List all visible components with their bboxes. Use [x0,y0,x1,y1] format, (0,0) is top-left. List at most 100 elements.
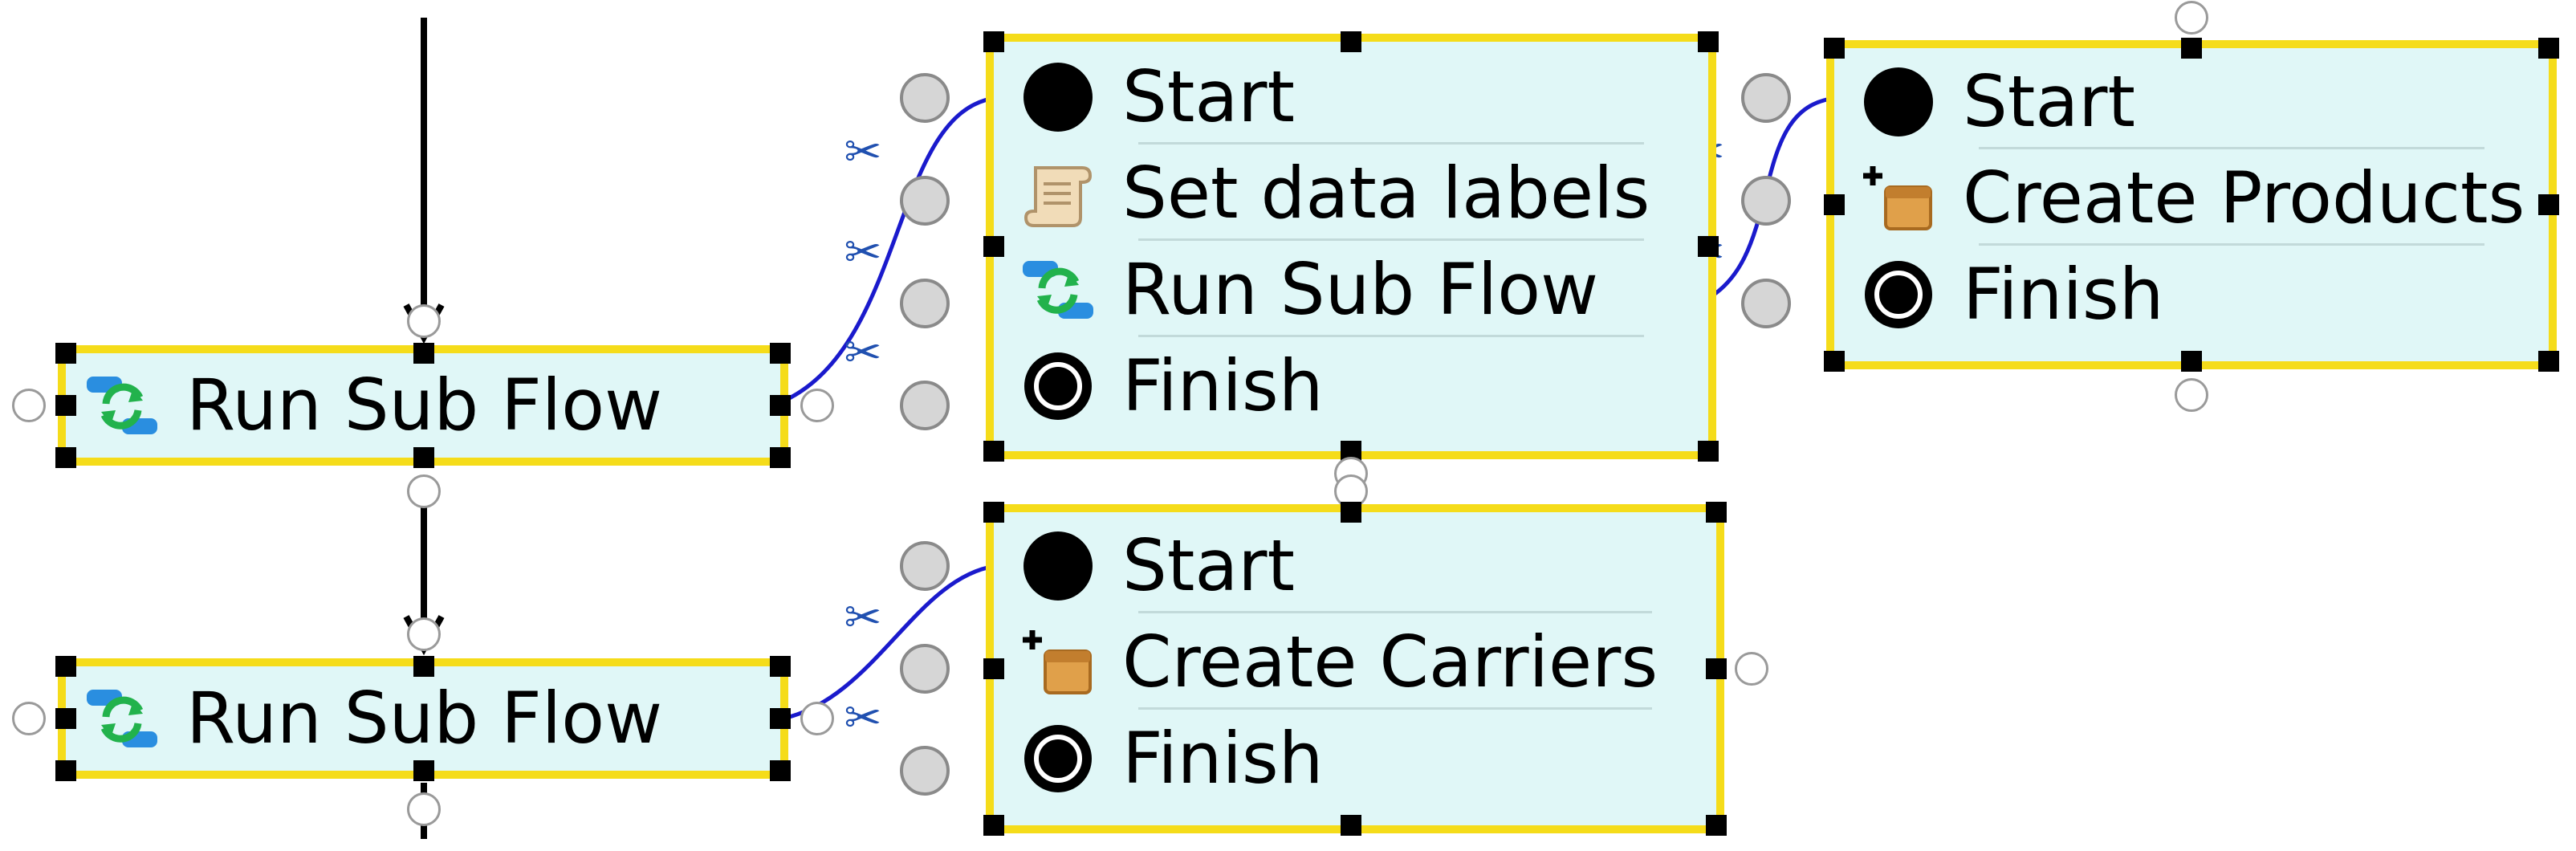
connection-port[interactable] [12,702,46,735]
resize-handle[interactable] [413,447,434,468]
input-port[interactable] [900,746,950,796]
node-label: Run Sub Flow [186,364,663,446]
input-port[interactable] [900,73,950,123]
node-label: Run Sub Flow [186,677,663,759]
start-icon [1018,526,1098,606]
resize-handle[interactable] [770,708,791,729]
resize-handle[interactable] [983,815,1004,836]
sub-flow-icon [82,678,162,759]
connection-port[interactable] [407,474,441,508]
step-label: Run Sub Flow [1122,248,1599,331]
scissors-icon[interactable]: ✂ [844,692,882,744]
subflow-a-container[interactable]: Start Set data labels [986,34,1716,459]
input-port[interactable] [900,381,950,430]
resize-handle[interactable] [770,656,791,677]
resize-handle[interactable] [983,236,1004,257]
connection-port[interactable] [2175,378,2208,412]
resize-handle[interactable] [55,343,76,364]
resize-handle[interactable] [2538,351,2559,372]
resize-handle[interactable] [1706,815,1727,836]
resize-handle[interactable] [1698,31,1719,52]
connection-port[interactable] [12,389,46,422]
resize-handle[interactable] [413,343,434,364]
connector-left1-to-subflow-a[interactable] [781,96,996,404]
output-port[interactable] [1741,279,1791,328]
resize-handle[interactable] [983,441,1004,462]
list-item[interactable]: Finish [1018,339,1660,434]
subflow-c-container[interactable]: Start Create Carriers Finish [986,504,1724,833]
step-label: Start [1963,60,2135,143]
connection-port[interactable] [407,792,441,826]
input-port[interactable] [900,541,950,591]
resize-handle[interactable] [55,708,76,729]
start-icon [1858,62,1939,142]
connection-port[interactable] [407,617,441,651]
connection-port[interactable] [1735,652,1768,686]
resize-handle[interactable] [1698,236,1719,257]
resize-handle[interactable] [770,395,791,416]
resize-handle[interactable] [983,31,1004,52]
connection-port[interactable] [800,389,834,422]
resize-handle[interactable] [2181,351,2202,372]
resize-handle[interactable] [55,656,76,677]
step-label: Set data labels [1122,152,1650,234]
resize-handle[interactable] [55,395,76,416]
input-port[interactable] [900,176,950,226]
resize-handle[interactable] [1341,815,1361,836]
list-item[interactable]: Create Products [1858,151,2525,246]
resize-handle[interactable] [983,658,1004,679]
connection-port[interactable] [800,702,834,735]
resize-handle[interactable] [1824,38,1845,59]
finish-icon [1018,346,1098,426]
resize-handle[interactable] [1824,351,1845,372]
input-port[interactable] [900,644,950,694]
scissors-icon[interactable]: ✂ [844,126,882,178]
resize-handle[interactable] [413,656,434,677]
scissors-icon[interactable]: ✂ [844,592,882,644]
list-item[interactable]: Start [1018,50,1660,145]
resize-handle[interactable] [1341,31,1361,52]
list-item[interactable]: Start [1018,519,1668,613]
resize-handle[interactable] [2538,194,2559,215]
connector-left2-to-subflow-c[interactable] [782,564,996,721]
resize-handle[interactable] [1824,194,1845,215]
resize-handle[interactable] [770,447,791,468]
resize-handle[interactable] [55,447,76,468]
resize-handle[interactable] [1341,502,1361,523]
create-icon [1018,622,1098,702]
connection-port[interactable] [2175,1,2208,35]
input-port[interactable] [900,279,950,328]
resize-handle[interactable] [1706,502,1727,523]
subflow-b-container[interactable]: Start Create Products Finish [1826,40,2557,369]
list-item[interactable]: Finish [1858,247,2501,342]
resize-handle[interactable] [2538,38,2559,59]
step-label: Finish [1122,717,1324,800]
step-label: Finish [1963,253,2164,336]
script-scroll-icon [1018,153,1098,234]
step-label: Create Products [1963,157,2525,239]
scissors-icon[interactable]: ✂ [844,327,882,379]
list-item[interactable]: Finish [1018,711,1668,806]
resize-handle[interactable] [983,502,1004,523]
step-label: Start [1122,55,1295,138]
create-icon [1858,158,1939,238]
step-label: Create Carriers [1122,621,1658,703]
resize-handle[interactable] [1698,441,1719,462]
sub-flow-icon [1018,250,1098,330]
list-item[interactable]: Create Carriers [1018,615,1668,710]
connection-port[interactable] [407,304,441,338]
list-item[interactable]: Run Sub Flow [1018,242,1660,337]
resize-handle[interactable] [413,760,434,781]
step-label: Finish [1122,344,1324,427]
output-port[interactable] [1741,73,1791,123]
resize-handle[interactable] [55,760,76,781]
resize-handle[interactable] [770,343,791,364]
resize-handle[interactable] [1706,658,1727,679]
list-item[interactable]: Set data labels [1018,146,1660,241]
output-port[interactable] [1741,176,1791,226]
resize-handle[interactable] [2181,38,2202,59]
resize-handle[interactable] [770,760,791,781]
list-item[interactable]: Start [1858,55,2501,149]
scissors-icon[interactable]: ✂ [844,226,882,279]
